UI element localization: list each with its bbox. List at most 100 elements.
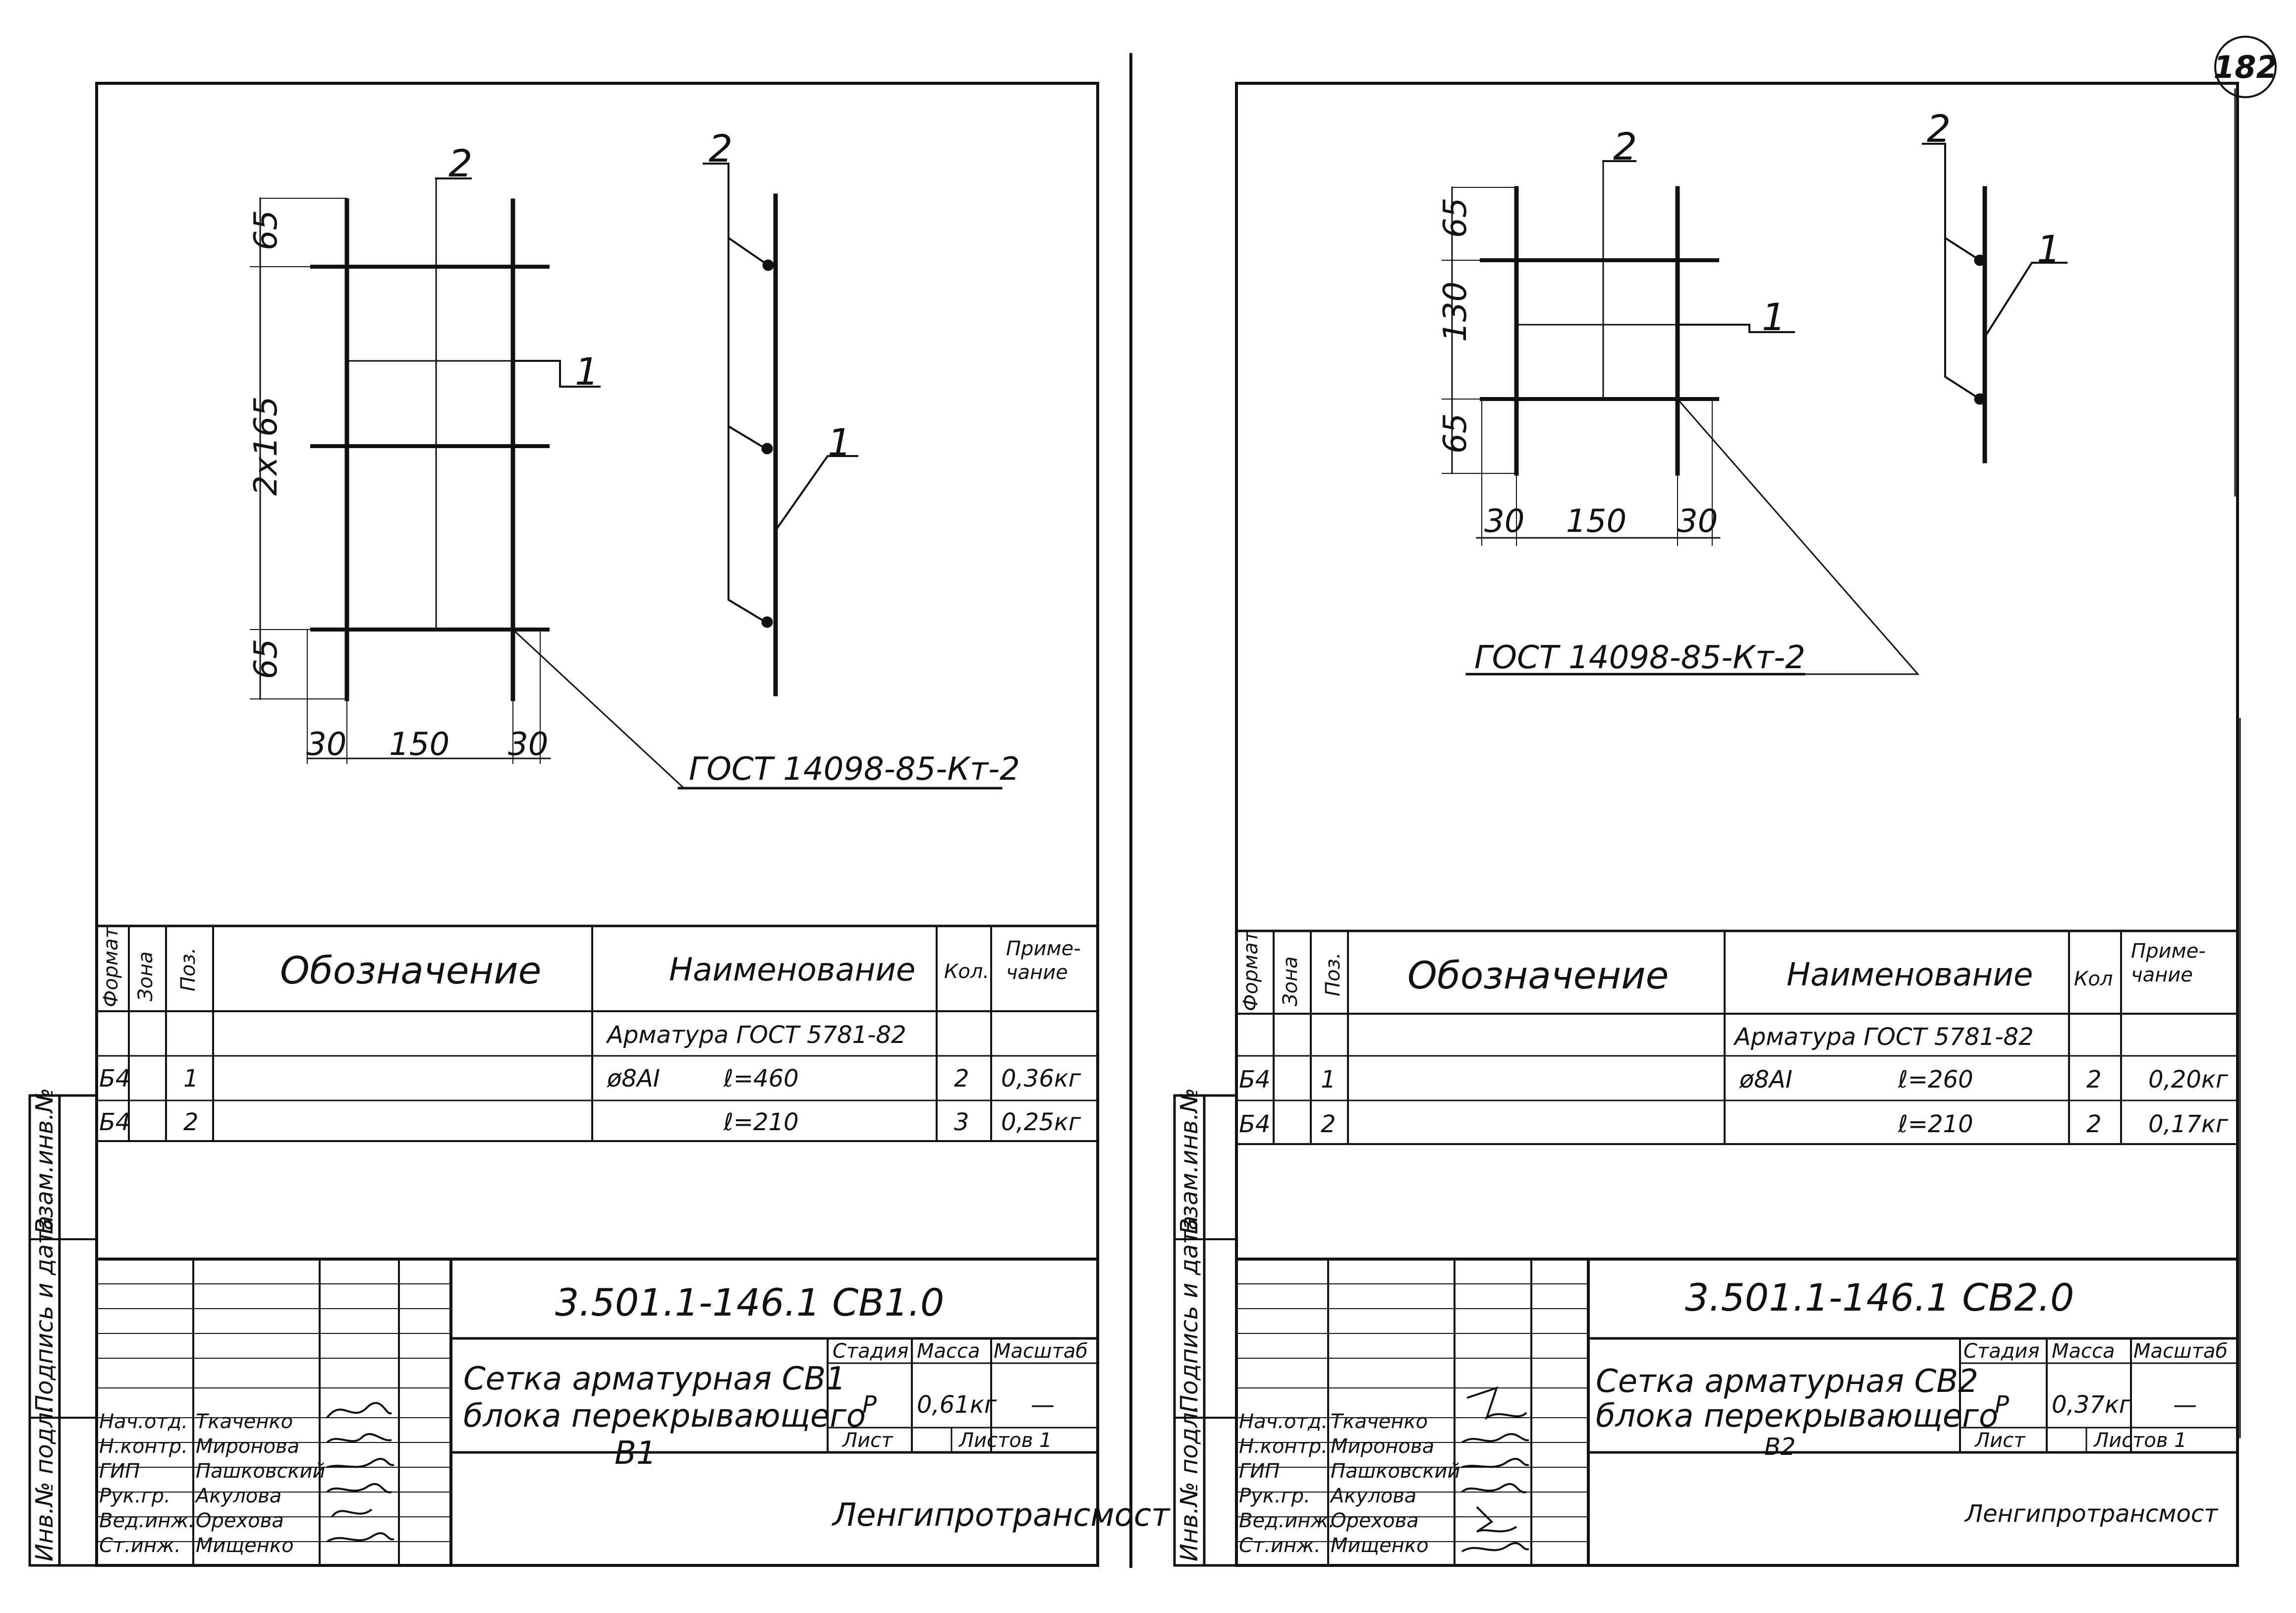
hdr-note: Приме-чание: [2131, 940, 2206, 986]
role-5: Вед.инж.: [99, 1509, 195, 1532]
row2-format: Б4: [1239, 1110, 1271, 1138]
sheet-label: Лист: [1975, 1429, 2025, 1452]
row1-length: ℓ=460: [724, 1065, 799, 1093]
dim-top: 65: [248, 210, 284, 250]
role-5: Вед.инж.: [1239, 1509, 1335, 1532]
dim-bottom: 65: [248, 638, 284, 679]
row1-note: 0,36кг: [1001, 1065, 1081, 1093]
role-2: Н.контр.: [1239, 1435, 1328, 1458]
name-3: Пашковский: [1331, 1460, 1460, 1483]
role-1: Нач.отд.: [1239, 1410, 1328, 1433]
stamp-vzam-inv: Взам.инв.№: [1176, 1088, 1203, 1234]
signatures: [326, 1402, 394, 1543]
stamp-inv-podl: Инв.№ подл.: [31, 1405, 58, 1561]
mass-value: 0,61кг: [917, 1391, 997, 1419]
title-line3: В2: [1764, 1433, 1796, 1461]
callout-pos1: 1: [575, 349, 599, 394]
hdr-designation: Обозначение: [1407, 953, 1669, 997]
row2-qty: 2: [2086, 1110, 2102, 1138]
title-line2: блока перекрывающего: [1596, 1398, 1999, 1435]
hdr-qty: Кол: [2074, 968, 2113, 990]
side-callout-pos1: 1: [2037, 227, 2061, 271]
callout-pos2: 2: [1613, 124, 1637, 169]
name-1: Ткаченко: [196, 1410, 293, 1433]
sheet-label: Лист: [842, 1429, 893, 1452]
hdr-name: Наименование: [1787, 957, 2033, 993]
row1-steel: ø8АI: [1739, 1066, 1792, 1094]
stamp-signature-date: Подпись и дата: [1176, 1215, 1203, 1413]
role-4: Рук.гр.: [99, 1485, 170, 1507]
hdr-zone: Зона: [134, 951, 157, 1001]
hdr-zone: Зона: [1279, 956, 1302, 1006]
hdr-pos: Поз.: [177, 947, 200, 991]
spec-group: Арматура ГОСТ 5781-82: [1735, 1023, 2034, 1051]
scale-label: Масштаб: [2133, 1340, 2228, 1363]
sheets-label: Листов 1: [959, 1429, 1052, 1452]
row2-pos: 2: [1321, 1110, 1336, 1138]
name-6: Мищенко: [1331, 1534, 1429, 1557]
stage-label: Стадия: [833, 1340, 909, 1363]
title-line1: Сетка арматурная СВ2: [1596, 1363, 1978, 1400]
role-2: Н.контр.: [99, 1435, 188, 1458]
hdr-pos: Поз.: [1322, 952, 1344, 996]
dim-mid: 130: [1437, 281, 1474, 342]
name-2: Миронова: [1331, 1435, 1435, 1458]
name-2: Миронова: [196, 1435, 300, 1458]
row2-note: 0,25кг: [1001, 1108, 1081, 1136]
name-5: Орехова: [1331, 1509, 1419, 1532]
dim-center: 150: [1566, 503, 1627, 540]
row2-qty: 3: [954, 1108, 969, 1136]
scale-label: Масштаб: [994, 1340, 1088, 1363]
scale-value: —: [2173, 1391, 2197, 1419]
dim-left: 30: [1484, 503, 1525, 540]
name-3: Пашковский: [196, 1460, 326, 1483]
row2-pos: 2: [183, 1108, 199, 1136]
name-4: Акулова: [1331, 1485, 1417, 1507]
dim-mid: 2x165: [248, 396, 284, 496]
hdr-format: Формат: [1239, 930, 1262, 1011]
sheet-number: 182: [2213, 36, 2278, 98]
name-5: Орехова: [196, 1509, 284, 1532]
hdr-name: Наименование: [669, 952, 916, 988]
signatures: [1461, 1386, 1529, 1553]
row1-format: Б4: [1239, 1066, 1271, 1094]
stage-value: Р: [1995, 1391, 2009, 1419]
row1-qty: 2: [2086, 1066, 2102, 1094]
mass-label: Масса: [2052, 1340, 2115, 1363]
row2-length: ℓ=210: [1898, 1110, 1973, 1138]
dim-bottom: 65: [1437, 413, 1474, 454]
mass-label: Масса: [917, 1340, 980, 1363]
callout-pos2: 2: [448, 141, 473, 185]
stamp-vzam-inv: Взам.инв.№: [31, 1088, 58, 1234]
dim-left: 30: [306, 726, 347, 763]
row1-note: 0,20кг: [2148, 1066, 2229, 1094]
side-callout-pos2: 2: [709, 126, 733, 171]
hdr-note: Приме-чание: [1006, 937, 1081, 984]
hdr-qty: Кол.: [944, 960, 990, 983]
role-3: ГИП: [99, 1460, 140, 1483]
doc-code: 3.501.1-146.1 СВ2.0: [1685, 1275, 2074, 1320]
row2-format: Б4: [99, 1108, 131, 1136]
name-1: Ткаченко: [1331, 1410, 1428, 1433]
gost-label: ГОСТ 14098-85-Кт-2: [689, 751, 1020, 788]
side-callout-pos1: 1: [828, 420, 852, 464]
mass-value: 0,37кг: [2052, 1391, 2132, 1419]
role-3: ГИП: [1239, 1460, 1280, 1483]
title-line3: В1: [615, 1435, 657, 1472]
role-4: Рук.гр.: [1239, 1485, 1310, 1507]
sheets-label: Листов 1: [2094, 1429, 2187, 1452]
row1-steel: ø8АI: [607, 1065, 660, 1093]
dim-right: 30: [1678, 503, 1718, 540]
dim-top: 65: [1437, 197, 1474, 238]
doc-code: 3.501.1-146.1 СВ1.0: [555, 1280, 945, 1325]
callout-pos1: 1: [1762, 295, 1786, 339]
stamp-inv-podl: Инв.№ подл.: [1176, 1405, 1203, 1561]
row2-length: ℓ=210: [724, 1108, 799, 1136]
row2-note: 0,17кг: [2148, 1110, 2229, 1138]
stage-value: Р: [862, 1391, 877, 1419]
hdr-format: Формат: [100, 926, 122, 1007]
title-line1: Сетка арматурная СВ1: [463, 1361, 846, 1397]
row1-pos: 1: [183, 1065, 199, 1093]
dim-center: 150: [389, 726, 450, 763]
